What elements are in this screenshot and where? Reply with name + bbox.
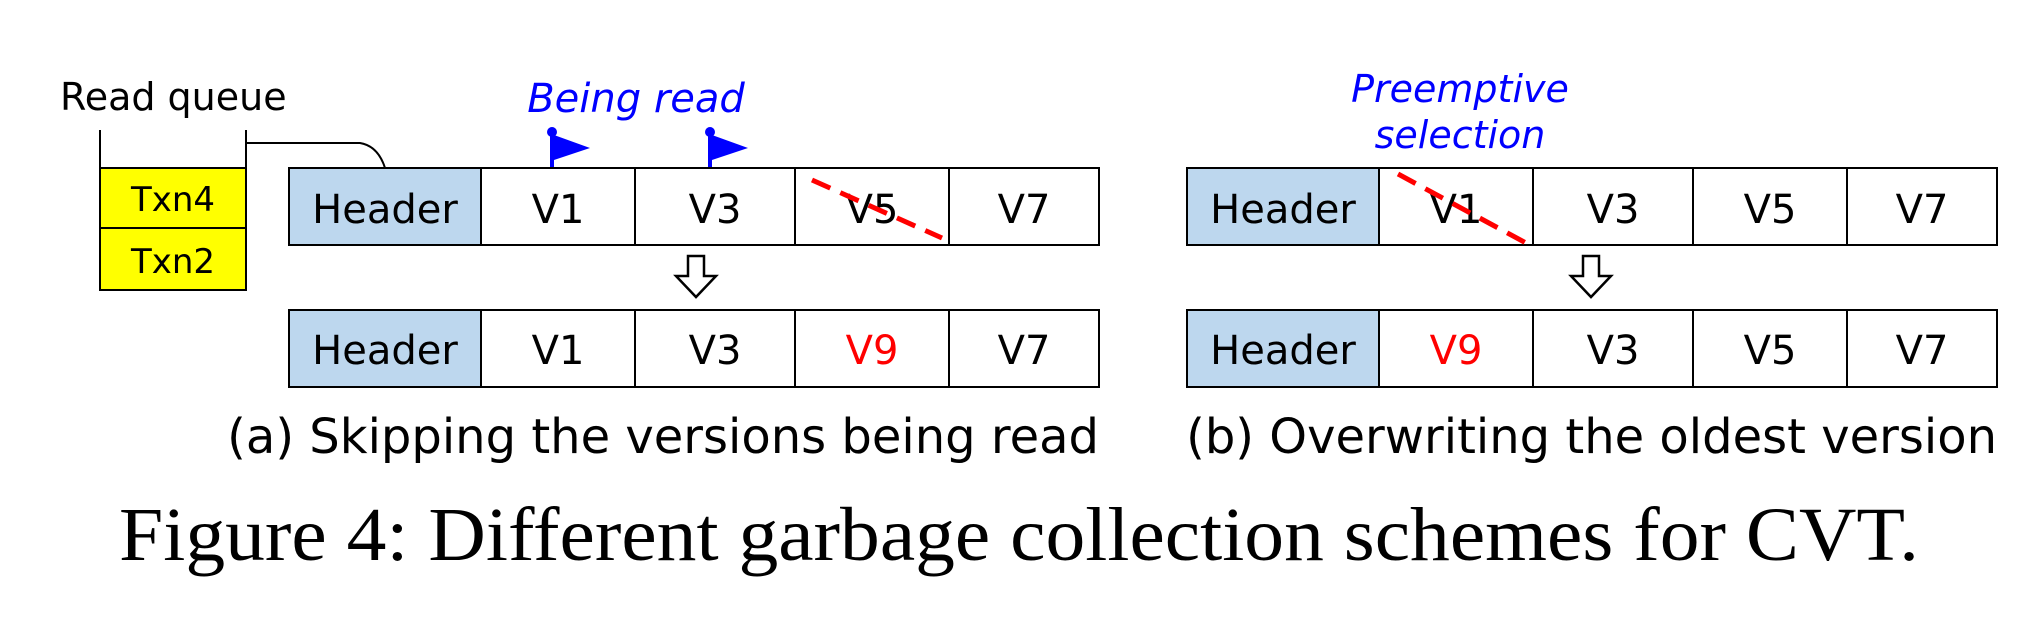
header-label: Header [1210,328,1356,374]
header-cell [1186,309,1380,388]
version-cell [948,309,1100,388]
read-queue-item-txn4 [99,167,247,229]
strike-line [1396,171,1528,246]
figure-caption: Figure 4: Different garbage collection s… [119,493,1919,577]
version-cell [634,167,796,246]
read-queue-item-label: Txn2 [130,242,215,282]
header-label: Header [312,187,458,233]
version-cell [948,167,1100,246]
version-label: V1 [532,187,585,233]
version-cell [1692,309,1848,388]
queue-connector [246,142,386,169]
read-queue: Read queue Txn4 Txn2 [60,75,386,291]
version-row-after: Header V1 V3 V9 V7 [288,309,1100,388]
version-label: V5 [846,187,899,233]
version-row-before: Header V1 V3 V5 V7 [288,167,1100,246]
panel-a: Being read Header V1 V3 V5 V7 [227,76,1100,465]
version-row-after: Header V9 V3 V5 V7 [1186,309,1998,388]
header-cell [288,309,482,388]
version-cell [794,309,950,388]
version-cell [1378,309,1534,388]
version-cell [1846,309,1998,388]
version-label: V3 [689,187,742,233]
version-label: V5 [1744,187,1797,233]
version-cell [1692,167,1848,246]
panel-b-caption: (b) Overwriting the oldest version [1186,409,1997,465]
version-label: V1 [532,328,585,374]
read-queue-item-txn2 [99,227,247,291]
new-version-label: V9 [1430,328,1483,374]
version-label: V7 [1896,187,1949,233]
version-label: V7 [998,187,1051,233]
version-cell [1532,167,1694,246]
new-version-label: V9 [846,328,899,374]
panel-b: Preemptive selection Header V1 V3 V5 V7 [1186,67,1998,465]
header-label: Header [1210,187,1356,233]
down-arrow-icon [1568,254,1614,299]
version-cell [1846,167,1998,246]
version-cell [480,309,636,388]
header-cell [1186,167,1380,246]
being-read-annotation: Being read [527,76,745,122]
down-arrow-icon [673,254,719,299]
version-label: V7 [1896,328,1949,374]
header-label: Header [312,328,458,374]
read-queue-label: Read queue [60,75,287,119]
version-label: V3 [689,328,742,374]
panel-a-caption: (a) Skipping the versions being read [227,409,1099,465]
strike-line [810,177,944,241]
version-row-before: Header V1 V3 V5 V7 [1186,167,1998,246]
preemptive-annotation-line2: selection [1375,113,1546,157]
read-queue-item-label: Txn4 [130,180,215,220]
version-label: V3 [1587,187,1640,233]
version-label: V5 [1744,328,1797,374]
version-label: V3 [1587,328,1640,374]
preemptive-annotation-line1: Preemptive [1351,67,1569,111]
version-label: V7 [998,328,1051,374]
